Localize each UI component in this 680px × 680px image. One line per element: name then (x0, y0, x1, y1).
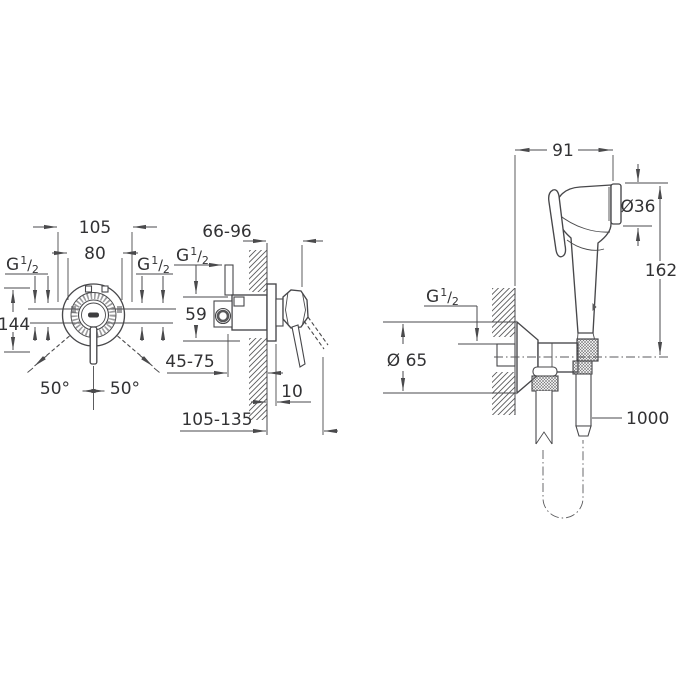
escutcheon-side (266, 283, 277, 342)
dim-80-label: 80 (84, 244, 106, 264)
dim-dia36: Ø36 (620, 164, 668, 246)
outlet-cap (532, 366, 558, 377)
dim-66-96-label: 66-96 (202, 222, 251, 242)
lever-alt-position (307, 316, 329, 346)
side-view-figure (213, 243, 329, 435)
trigger-lever (547, 189, 567, 258)
thread-label-shower: G1/2 (426, 286, 459, 308)
lever-handle-front (89, 326, 98, 365)
shower-body (555, 184, 612, 334)
dim-66-96: 66-96 (202, 222, 323, 287)
side-view: 66-96 G1/2 59 45-75 10 (165, 222, 338, 435)
wall-hatch-lower (249, 338, 267, 420)
outlet-knurl-nut (531, 375, 559, 392)
cartridge-clip (101, 285, 109, 293)
lever-alt-position (303, 320, 325, 350)
dim-59: 59 (183, 265, 240, 342)
handle-slot (88, 312, 99, 318)
dim-59-label: 59 (185, 305, 207, 325)
lever-side (291, 324, 306, 368)
handle-adapter (275, 298, 284, 327)
dim-dia65-label: Ø 65 (387, 351, 427, 371)
dim-80: 80 (52, 244, 138, 264)
hose-connection-ring (572, 360, 593, 375)
dim-105-label: 105 (79, 218, 111, 238)
wall-hatch-lower-right (492, 372, 515, 415)
front-view-figure (28, 232, 176, 410)
thread-label-front-left: G1/2 (6, 254, 39, 276)
dim-angle-left-label: 50° (40, 379, 70, 399)
lever-knob (282, 289, 309, 329)
wall-hatch-upper-right (492, 288, 515, 337)
dim-dia65: Ø 65 (383, 321, 516, 394)
thread-front-left: G1/2 (5, 254, 51, 341)
dim-angle-right-label: 50° (110, 379, 140, 399)
dim-144: 144 (0, 287, 30, 353)
wall-supply-stub (496, 343, 516, 367)
thread-front-right: G1/2 (136, 254, 173, 341)
inlet-stub (224, 264, 234, 296)
front-view: 105 80 144 G1/2 G1/2 (0, 218, 176, 410)
dim-162-label: 162 (645, 261, 677, 281)
dim-45-75: 45-75 (165, 334, 283, 377)
wall-hatch-upper (249, 250, 267, 292)
hose-loop (542, 440, 584, 519)
spray-face (610, 183, 622, 225)
dim-1000: 1000 (592, 409, 669, 429)
dim-162: 162 (645, 186, 677, 355)
hand-shower-view: 91 Ø36 162 G1/2 Ø 65 (383, 141, 677, 519)
thread-side: G1/2 (174, 245, 222, 268)
handle-detail (592, 303, 597, 311)
dim-91: 91 (514, 141, 614, 286)
dim-45-75-label: 45-75 (165, 352, 214, 372)
dim-105-135: 105-135 (180, 357, 338, 435)
dim-91-label: 91 (552, 141, 574, 161)
dim-1000-label: 1000 (626, 409, 669, 429)
dim-144-label: 144 (0, 315, 30, 335)
dim-10-label: 10 (281, 382, 303, 402)
shower-connection-nut (576, 338, 599, 362)
hose-from-outlet (535, 391, 553, 445)
hand-shower (547, 183, 622, 340)
dim-dia36-label: Ø36 (620, 197, 655, 217)
thread-label-side: G1/2 (176, 245, 209, 267)
thread-shower: G1/2 (424, 286, 497, 345)
dim-angle-50: 50° 50° (27, 355, 160, 399)
cartridge-clip (84, 285, 93, 293)
dim-105: 105 (33, 218, 157, 238)
dim-10: 10 (251, 344, 311, 406)
shower-figure (492, 183, 668, 519)
dim-105-135-label: 105-135 (181, 410, 252, 430)
hose-from-handle (575, 373, 592, 437)
thread-label-front-right: G1/2 (137, 254, 170, 276)
